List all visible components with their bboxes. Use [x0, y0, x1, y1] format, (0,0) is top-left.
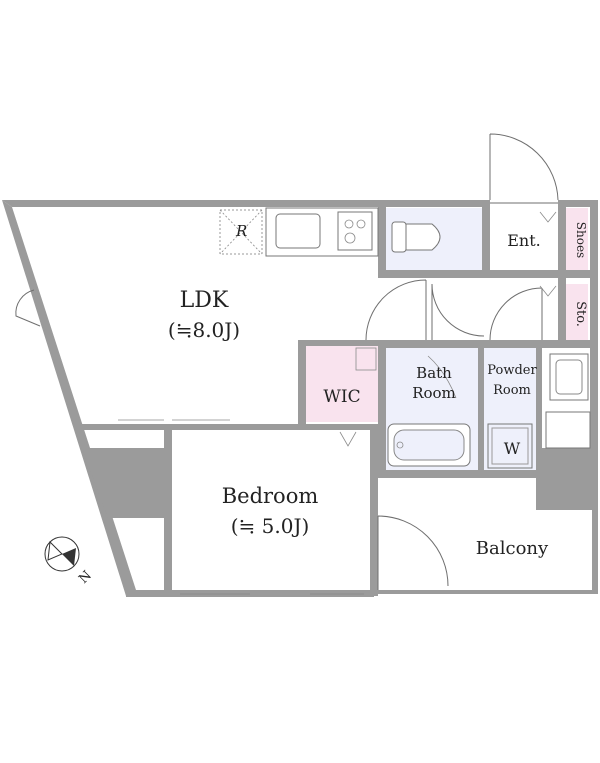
- bedroom-size: (≒ 5.0J): [231, 514, 310, 538]
- wic-label: WIC: [323, 387, 360, 407]
- outer-wall-left: [2, 200, 136, 596]
- refrigerator-space: R: [219, 209, 263, 255]
- powder-label-line2: Room: [493, 383, 531, 398]
- corridor-door-swing-2: [431, 283, 485, 340]
- kitchen-counter: [265, 207, 379, 257]
- compass-label: N: [76, 568, 95, 587]
- storage-closet-fill: [566, 284, 588, 342]
- storage-label: Sto.: [573, 301, 588, 327]
- ldk-size: (≒8.0J): [168, 318, 240, 342]
- toilet-icon: [391, 221, 441, 253]
- kitchen-sink: [275, 213, 321, 249]
- kitchen-stove: [337, 211, 373, 251]
- wic-fill: [306, 346, 378, 422]
- corridor-door-swing-1: [365, 279, 427, 341]
- refrigerator-label: R: [235, 222, 247, 240]
- compass-icon: N: [44, 536, 95, 587]
- bath-label-line1: Bath: [416, 364, 452, 382]
- powder-room-fill: [484, 348, 536, 470]
- bath-label-line2: Room: [412, 384, 456, 402]
- outer-wall-bottom: [126, 590, 374, 597]
- left-wall-door-swing: [15, 289, 41, 327]
- washer-space: [487, 423, 533, 469]
- ldk-label: LDK: [180, 288, 229, 313]
- corridor-door-swing-3: [489, 287, 543, 341]
- bedroom-label: Bedroom: [222, 484, 319, 508]
- shoes-label: Shoes: [574, 222, 588, 258]
- entrance-label: Ent.: [507, 231, 541, 250]
- washer-label: W: [504, 439, 521, 458]
- outer-wall-top: [2, 200, 598, 207]
- shoes-closet-fill: [566, 208, 588, 270]
- right-column: [536, 448, 592, 510]
- bath-door-swing: [427, 355, 457, 399]
- powder-label-line1: Powder: [487, 363, 537, 378]
- entrance-door-swing: [489, 133, 559, 201]
- wall-ldk-bedroom: [80, 424, 164, 430]
- left-column: [82, 448, 166, 518]
- balcony-door-swing: [377, 515, 449, 590]
- balcony-label: Balcony: [476, 538, 549, 559]
- outer-wall-right: [590, 200, 598, 476]
